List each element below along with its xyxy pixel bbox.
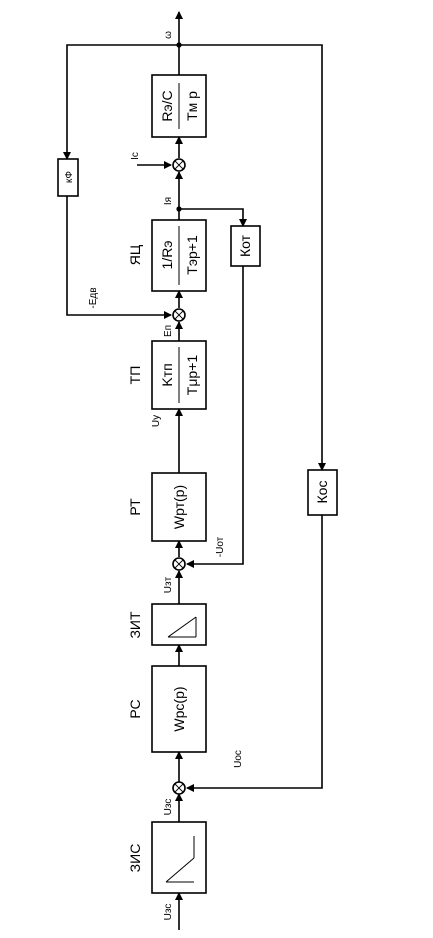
armature-denominator: Tэр+1 (184, 235, 200, 275)
current-fb-line-down (179, 208, 247, 227)
speed-fb-line-return (186, 515, 323, 792)
speed-fb-block: Кос (307, 469, 338, 516)
current-fb-label: Кот (237, 234, 253, 257)
sum-junction-ic (172, 158, 186, 172)
signal-uot: -Uот (215, 536, 226, 557)
speed-regulator-label: РС (127, 699, 143, 718)
armature-label: ЯЦ (127, 244, 143, 265)
signal-uzs-top: Uзс (163, 799, 174, 816)
signal-omega: ω (163, 31, 174, 39)
speed-ramp-block (151, 821, 207, 894)
sum-junction-edv (172, 308, 186, 322)
current-fb-block: Кот (230, 225, 261, 267)
armature-block: 1/Rэ Tэр+1 (151, 219, 207, 292)
flux-line-return (66, 196, 172, 319)
converter-label: ТП (127, 366, 143, 385)
sum-junction-current (172, 557, 186, 571)
signal-ic: Ic (130, 152, 141, 160)
branch-point-omega (176, 42, 182, 48)
signal-edv: -Едв (88, 287, 99, 308)
motor-mech-denominator: Tм р (184, 91, 200, 121)
flux-gain-block: кФ (57, 158, 79, 197)
ramp-icon-diagonal (167, 616, 197, 638)
converter-numerator: Kтп (159, 363, 175, 386)
flux-line-down (63, 44, 179, 160)
current-regulator-label: РТ (127, 498, 143, 516)
speed-regulator-tf: Wрс(р) (171, 686, 187, 731)
current-regulator-block: Wрт(р) (151, 472, 207, 542)
current-ramp-label: ЗИТ (127, 611, 143, 639)
ramp-icon-diagonal (165, 857, 195, 883)
current-fb-line-return (186, 266, 244, 568)
branch-point-ia (176, 206, 182, 212)
signal-ep: Еп (163, 325, 174, 337)
signal-uy: Uy (151, 415, 162, 427)
armature-numerator: 1/Rэ (159, 241, 175, 270)
converter-denominator: Tμр+1 (184, 355, 200, 396)
signal-uzt: Uзт (163, 576, 174, 593)
motor-mech-numerator: Rэ/C (159, 90, 175, 121)
signal-uos: Uос (233, 750, 244, 768)
signal-ia: Iя (163, 197, 174, 205)
signal-uzs-bottom: Uзс (163, 904, 174, 921)
sum-junction-speed (172, 781, 186, 795)
current-regulator-tf: Wрт(р) (171, 485, 187, 529)
speed-fb-line-down (179, 44, 326, 471)
speed-fb-label: Кос (314, 481, 330, 504)
current-ramp-block (151, 603, 207, 646)
flux-gain-label: кФ (64, 171, 75, 183)
converter-block: Kтп Tμр+1 (151, 340, 207, 410)
speed-ramp-label: ЗИС (127, 844, 143, 873)
speed-regulator-block: Wрс(р) (151, 665, 207, 753)
motor-mech-block: Rэ/C Tм р (151, 74, 207, 138)
